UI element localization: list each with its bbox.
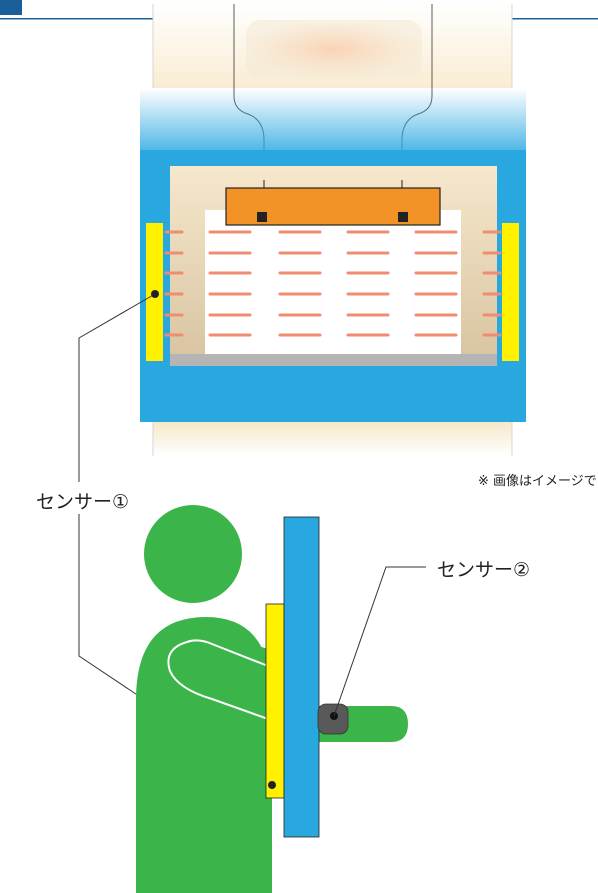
sensor1-marker-bottom bbox=[268, 781, 276, 789]
platen-window bbox=[246, 20, 422, 78]
operator-figure bbox=[136, 505, 408, 893]
press-head bbox=[225, 180, 441, 226]
sensor2-label: センサー② bbox=[437, 559, 531, 581]
sensor2-device bbox=[317, 703, 349, 735]
sensor1-strip-right bbox=[502, 223, 519, 361]
heat-line-pattern bbox=[164, 230, 502, 337]
operator-head bbox=[144, 505, 242, 603]
work-panel bbox=[205, 210, 461, 354]
machine-lower-column bbox=[152, 422, 513, 456]
operator-arm-outline bbox=[167, 641, 269, 720]
work-chamber bbox=[170, 166, 497, 366]
sensor2-leader-line bbox=[333, 566, 426, 717]
base-rail bbox=[170, 354, 497, 366]
press-head-pin-right bbox=[398, 212, 408, 222]
sensor1-label: センサー① bbox=[36, 491, 130, 513]
operator-arm bbox=[165, 637, 272, 722]
machine-frame bbox=[140, 88, 526, 422]
safety-guard-panel bbox=[283, 516, 320, 838]
press-head-pin-left bbox=[257, 212, 267, 222]
sensor1-marker-top bbox=[151, 290, 159, 298]
operator-arm-outline-top bbox=[186, 639, 269, 667]
disclaimer-note: ※ 画像はイメージです。 bbox=[478, 474, 598, 489]
sensor1-side-strip bbox=[265, 603, 285, 799]
machine-upper-body bbox=[152, 4, 513, 190]
